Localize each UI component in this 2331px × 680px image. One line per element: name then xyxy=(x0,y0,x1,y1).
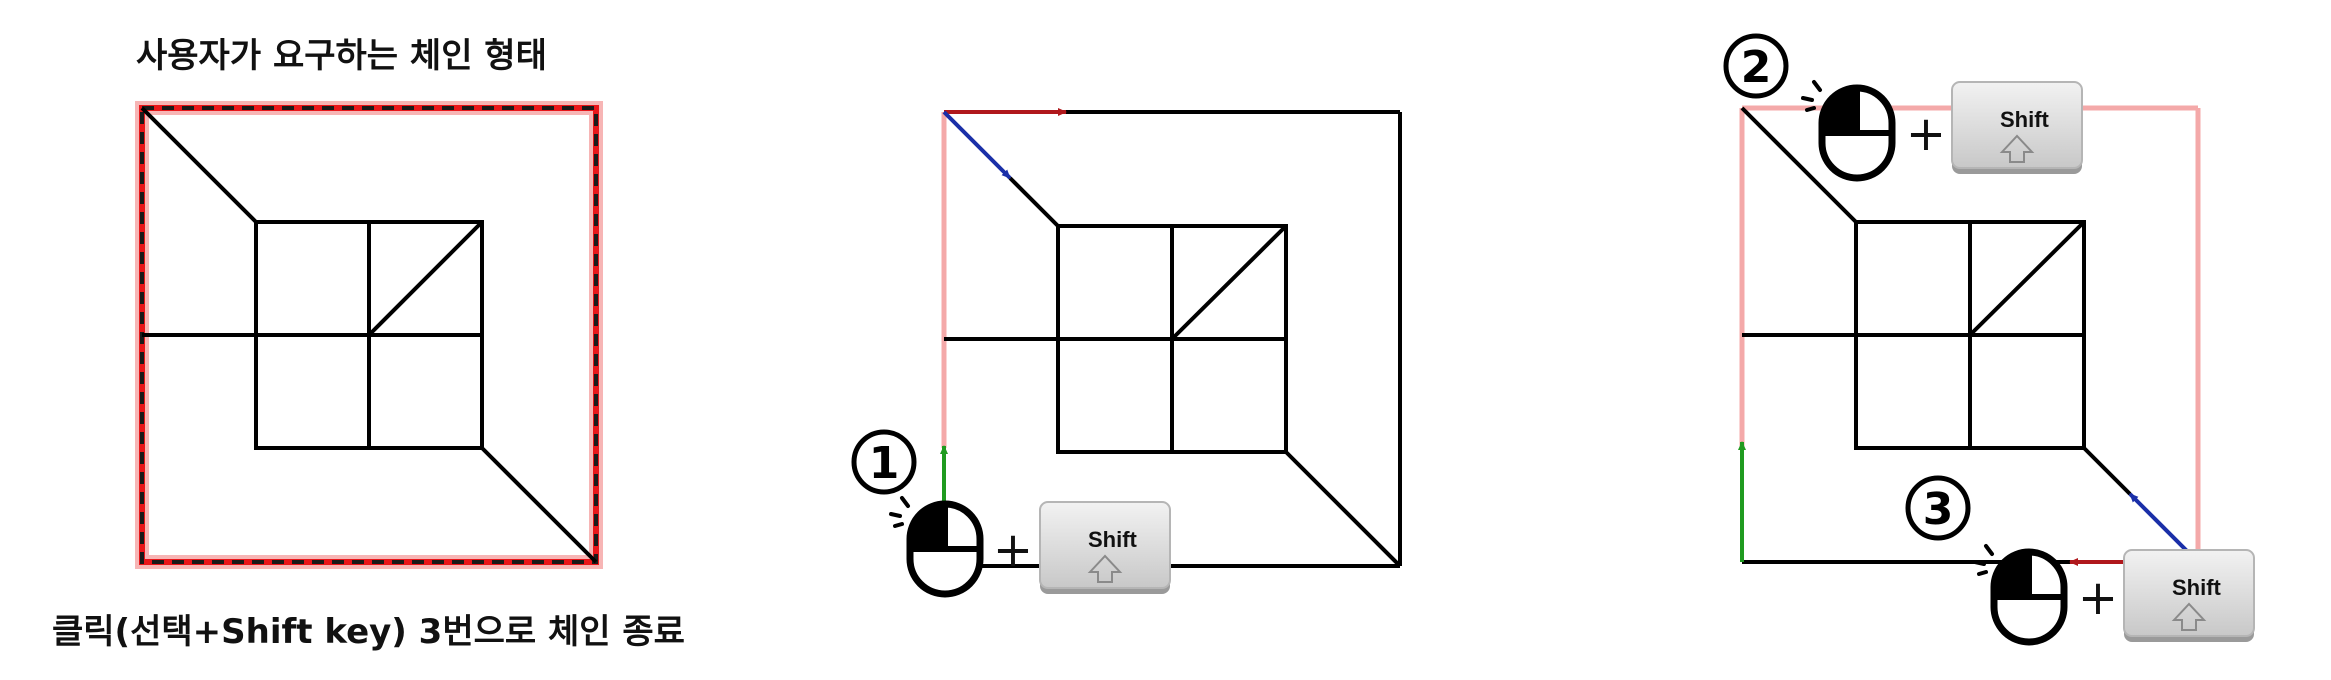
step-2-number: 2 xyxy=(1741,42,1772,93)
shift-key-icon-3: Shift xyxy=(2123,549,2255,643)
panel-step-1: 1 + Shift xyxy=(851,108,1402,595)
shift-key-label-3: Shift xyxy=(2172,575,2222,600)
arrow-blue xyxy=(942,110,1012,180)
step-3-badge: 3 xyxy=(1905,475,1971,541)
panel-step-2-3: 2 + Shift 3 + Shift xyxy=(1723,33,2255,643)
shift-key-icon-1: Shift xyxy=(1039,501,1171,595)
step-3-number: 3 xyxy=(1923,484,1954,535)
step-2-badge: 2 xyxy=(1723,33,1789,99)
caption-instruction: 클릭(선택+Shift key) 3번으로 체인 종료 xyxy=(52,612,685,652)
shift-key-label-1: Shift xyxy=(1088,527,1138,552)
mouse-left-click-icon-2 xyxy=(1803,82,1892,178)
shift-key-icon-2: Shift xyxy=(1951,81,2083,175)
shift-key-label-2: Shift xyxy=(2000,107,2050,132)
shape-lines xyxy=(944,110,1402,568)
plus-sign-1: + xyxy=(993,522,1033,578)
shape-lines-3 xyxy=(1740,106,2132,564)
inner-geometry xyxy=(140,106,598,564)
panel-required-shape xyxy=(135,101,603,569)
plus-sign-3: + xyxy=(2078,570,2118,626)
caption-required-shape: 사용자가 요구하는 체인 형태 xyxy=(136,36,547,76)
plus-sign-2: + xyxy=(1906,106,1946,162)
step-1-badge: 1 xyxy=(851,429,917,495)
mouse-left-click-icon xyxy=(891,498,980,594)
step-1-number: 1 xyxy=(869,438,900,489)
